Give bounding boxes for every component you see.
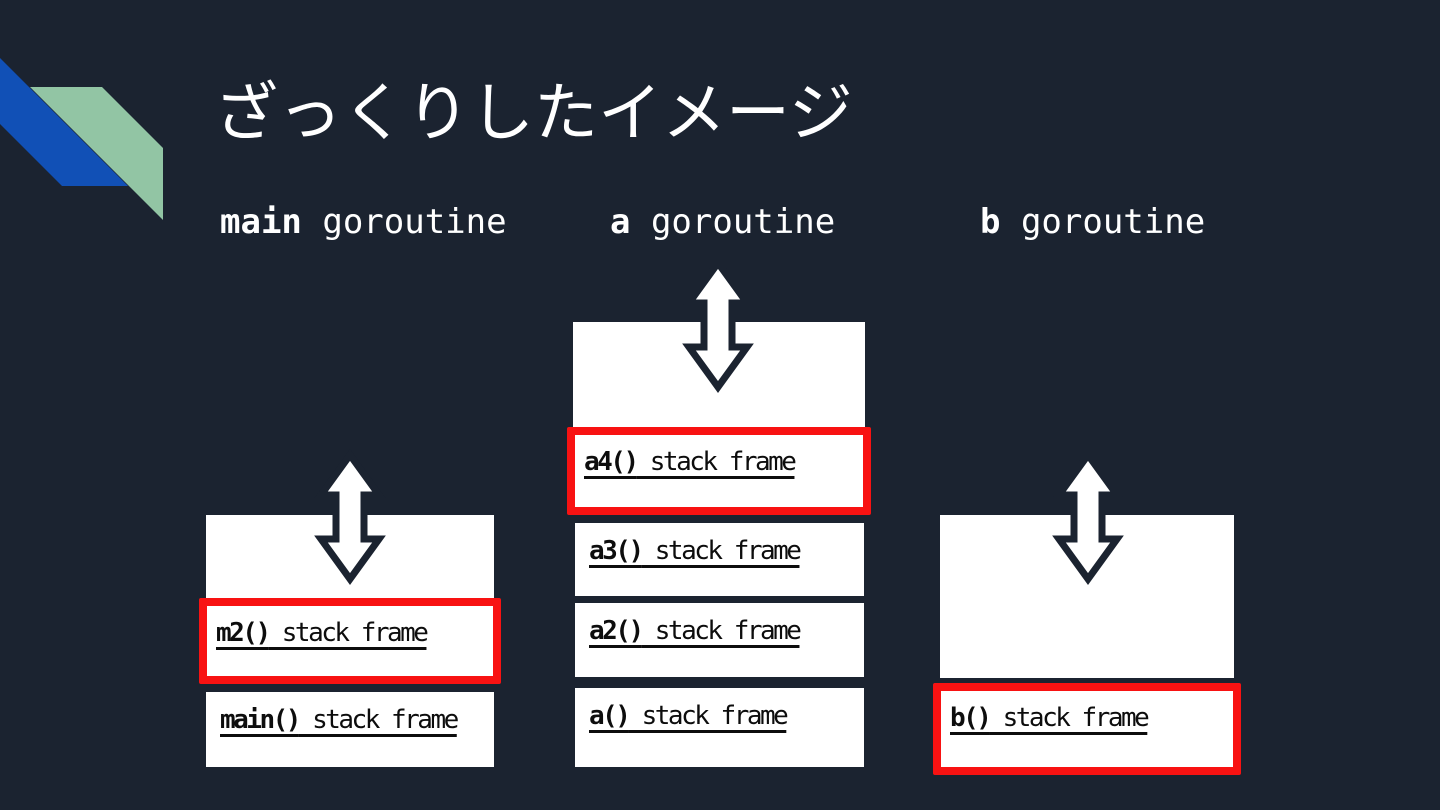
frame-suffix: stack frame xyxy=(641,616,802,646)
frame-suffix: stack frame xyxy=(628,701,789,731)
stack-frame-b-highlighted: b() stack frame xyxy=(933,683,1241,775)
stack-frame-a4-highlighted: a4() stack frame xyxy=(567,427,871,515)
stack-frame-main: main() stack frame xyxy=(206,692,494,767)
up-down-arrow-icon-main xyxy=(314,449,386,585)
goroutine-suffix: goroutine xyxy=(301,202,507,242)
frame-suffix: stack frame xyxy=(989,703,1150,733)
stack-frame-label: a4() stack frame xyxy=(575,435,863,480)
stack-frame-label: a() stack frame xyxy=(575,688,864,734)
function-name: a4() xyxy=(584,447,639,477)
column-header-main-goroutine: main goroutine xyxy=(220,202,507,242)
stack-frame-a2: a2() stack frame xyxy=(575,603,864,677)
function-name: a3() xyxy=(589,536,644,566)
frame-suffix: stack frame xyxy=(298,705,459,735)
stack-frame-label: m2() stack frame xyxy=(207,606,493,651)
function-name: a() xyxy=(589,701,631,731)
decoration-blue-band xyxy=(0,58,128,186)
up-down-arrow-icon-a xyxy=(682,257,754,393)
function-name: b() xyxy=(950,703,992,733)
decoration-green-band xyxy=(30,87,163,220)
stack-frame-m2-highlighted: m2() stack frame xyxy=(199,598,501,684)
stack-frame-label: a3() stack frame xyxy=(575,523,864,569)
corner-decoration xyxy=(0,58,163,220)
slide-title: ざっくりしたイメージ xyxy=(214,77,853,151)
function-name: a2() xyxy=(589,616,644,646)
column-header-b-goroutine: b goroutine xyxy=(980,202,1206,242)
goroutine-name: b xyxy=(980,202,1001,242)
frame-suffix: stack frame xyxy=(636,447,797,477)
goroutine-name: a xyxy=(610,202,631,242)
function-name: m2() xyxy=(216,618,271,648)
frame-suffix: stack frame xyxy=(641,536,802,566)
column-header-a-goroutine: a goroutine xyxy=(610,202,836,242)
up-down-arrow-icon-b xyxy=(1052,449,1124,585)
goroutine-suffix: goroutine xyxy=(630,202,836,242)
function-name: main() xyxy=(220,705,301,735)
stack-frame-label: main() stack frame xyxy=(206,692,494,738)
stack-frame-label: b() stack frame xyxy=(941,691,1233,736)
stack-frame-a: a() stack frame xyxy=(575,688,864,767)
goroutine-name: main xyxy=(220,202,302,242)
stack-frame-label: a2() stack frame xyxy=(575,603,864,649)
frame-suffix: stack frame xyxy=(268,618,429,648)
goroutine-suffix: goroutine xyxy=(1000,202,1206,242)
stack-frame-a3: a3() stack frame xyxy=(575,523,864,596)
